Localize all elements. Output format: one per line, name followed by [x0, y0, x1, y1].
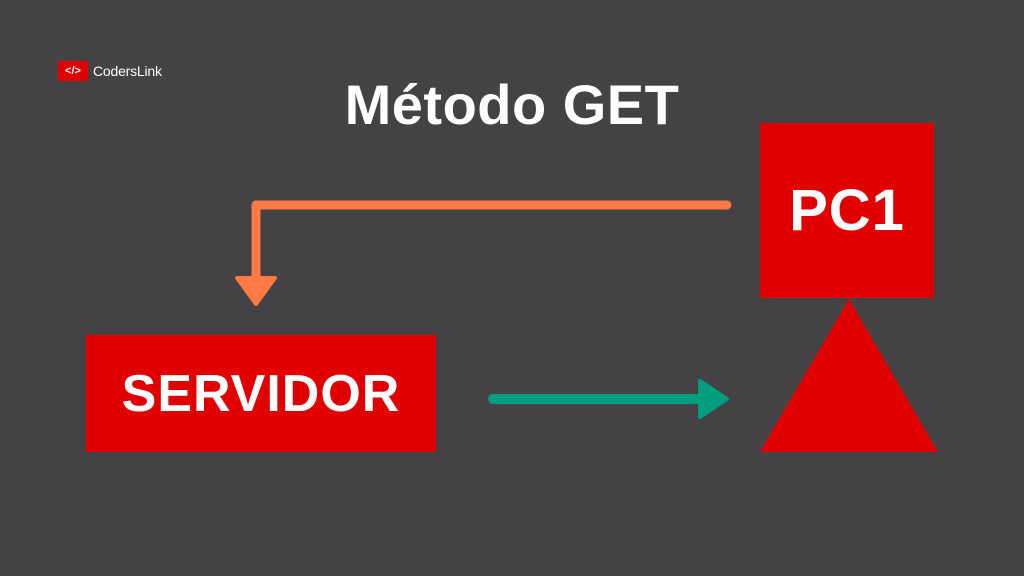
- brand-logo: </> CodersLink: [58, 61, 162, 81]
- pc1-stand-triangle: [760, 299, 938, 452]
- diagram-title: Método GET: [344, 73, 680, 136]
- code-icon: </>: [58, 61, 88, 81]
- client-node: PC1: [760, 123, 934, 298]
- server-node: SERVIDOR: [86, 335, 436, 452]
- brand-name: CodersLink: [93, 63, 162, 79]
- response-arrow: [488, 379, 729, 419]
- client-label: PC1: [789, 178, 905, 243]
- request-arrow: [235, 200, 732, 306]
- server-label: SERVIDOR: [121, 364, 401, 423]
